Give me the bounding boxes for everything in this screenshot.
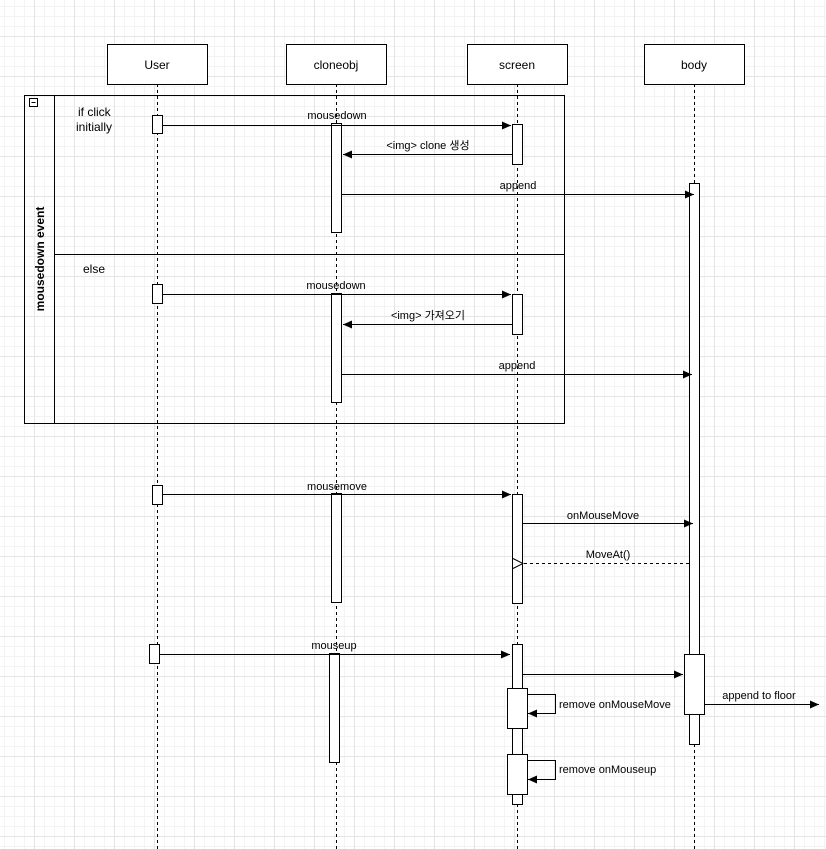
participant-user[interactable]: User	[107, 44, 208, 85]
participant-screen[interactable]: screen	[467, 44, 568, 85]
participant-user-label: User	[144, 58, 169, 72]
message-label: remove onMouseMove	[559, 699, 671, 711]
participant-cloneobj-label: cloneobj	[314, 58, 359, 72]
activation-body-1	[689, 183, 700, 745]
guard-else: else	[83, 262, 105, 276]
message-label: <img> clone 생성	[386, 139, 469, 152]
activation-cloneobj-4	[329, 653, 340, 763]
message-label: mousedown	[307, 110, 366, 122]
activation-body-2	[684, 654, 705, 715]
activation-cloneobj-3	[331, 493, 342, 603]
participant-cloneobj[interactable]: cloneobj	[286, 44, 387, 85]
participant-screen-label: screen	[499, 58, 535, 72]
participant-body[interactable]: body	[644, 44, 745, 85]
activation-user-4	[149, 644, 160, 664]
activation-cloneobj-1	[331, 123, 342, 233]
activation-user-1	[152, 115, 163, 134]
activation-screen-1	[512, 124, 523, 165]
message-label: MoveAt()	[586, 549, 631, 561]
fragment-mousedown-event: mousedown event if click initially else	[24, 95, 565, 424]
fragment-title: mousedown event	[33, 207, 47, 312]
activation-user-2	[152, 284, 163, 304]
message-label: mouseup	[311, 640, 356, 652]
message-label: append	[500, 180, 537, 192]
message-label: remove onMouseup	[559, 764, 656, 776]
self-message-remove-onmousemove[interactable]	[527, 694, 556, 718]
activation-screen-3	[512, 494, 523, 604]
guard-if-click-line2: initially	[76, 120, 112, 134]
self-message-remove-onmouseup[interactable]	[527, 760, 556, 784]
message-label: mousemove	[307, 481, 367, 493]
guard-if-click-line1: if click	[78, 105, 112, 119]
activation-screen-self-2	[507, 754, 528, 795]
activation-screen-self-1	[507, 688, 528, 729]
message-label: append to floor	[722, 690, 796, 702]
message-label: <img> 가져오기	[391, 309, 465, 322]
message-label: onMouseMove	[567, 510, 639, 522]
message-label: mousedown	[306, 280, 365, 292]
message-label: append	[499, 360, 536, 372]
participant-body-label: body	[681, 58, 707, 72]
activation-cloneobj-2	[331, 293, 342, 403]
minus-box-icon[interactable]	[29, 98, 38, 107]
activation-user-3	[152, 485, 163, 505]
activation-screen-2	[512, 294, 523, 335]
